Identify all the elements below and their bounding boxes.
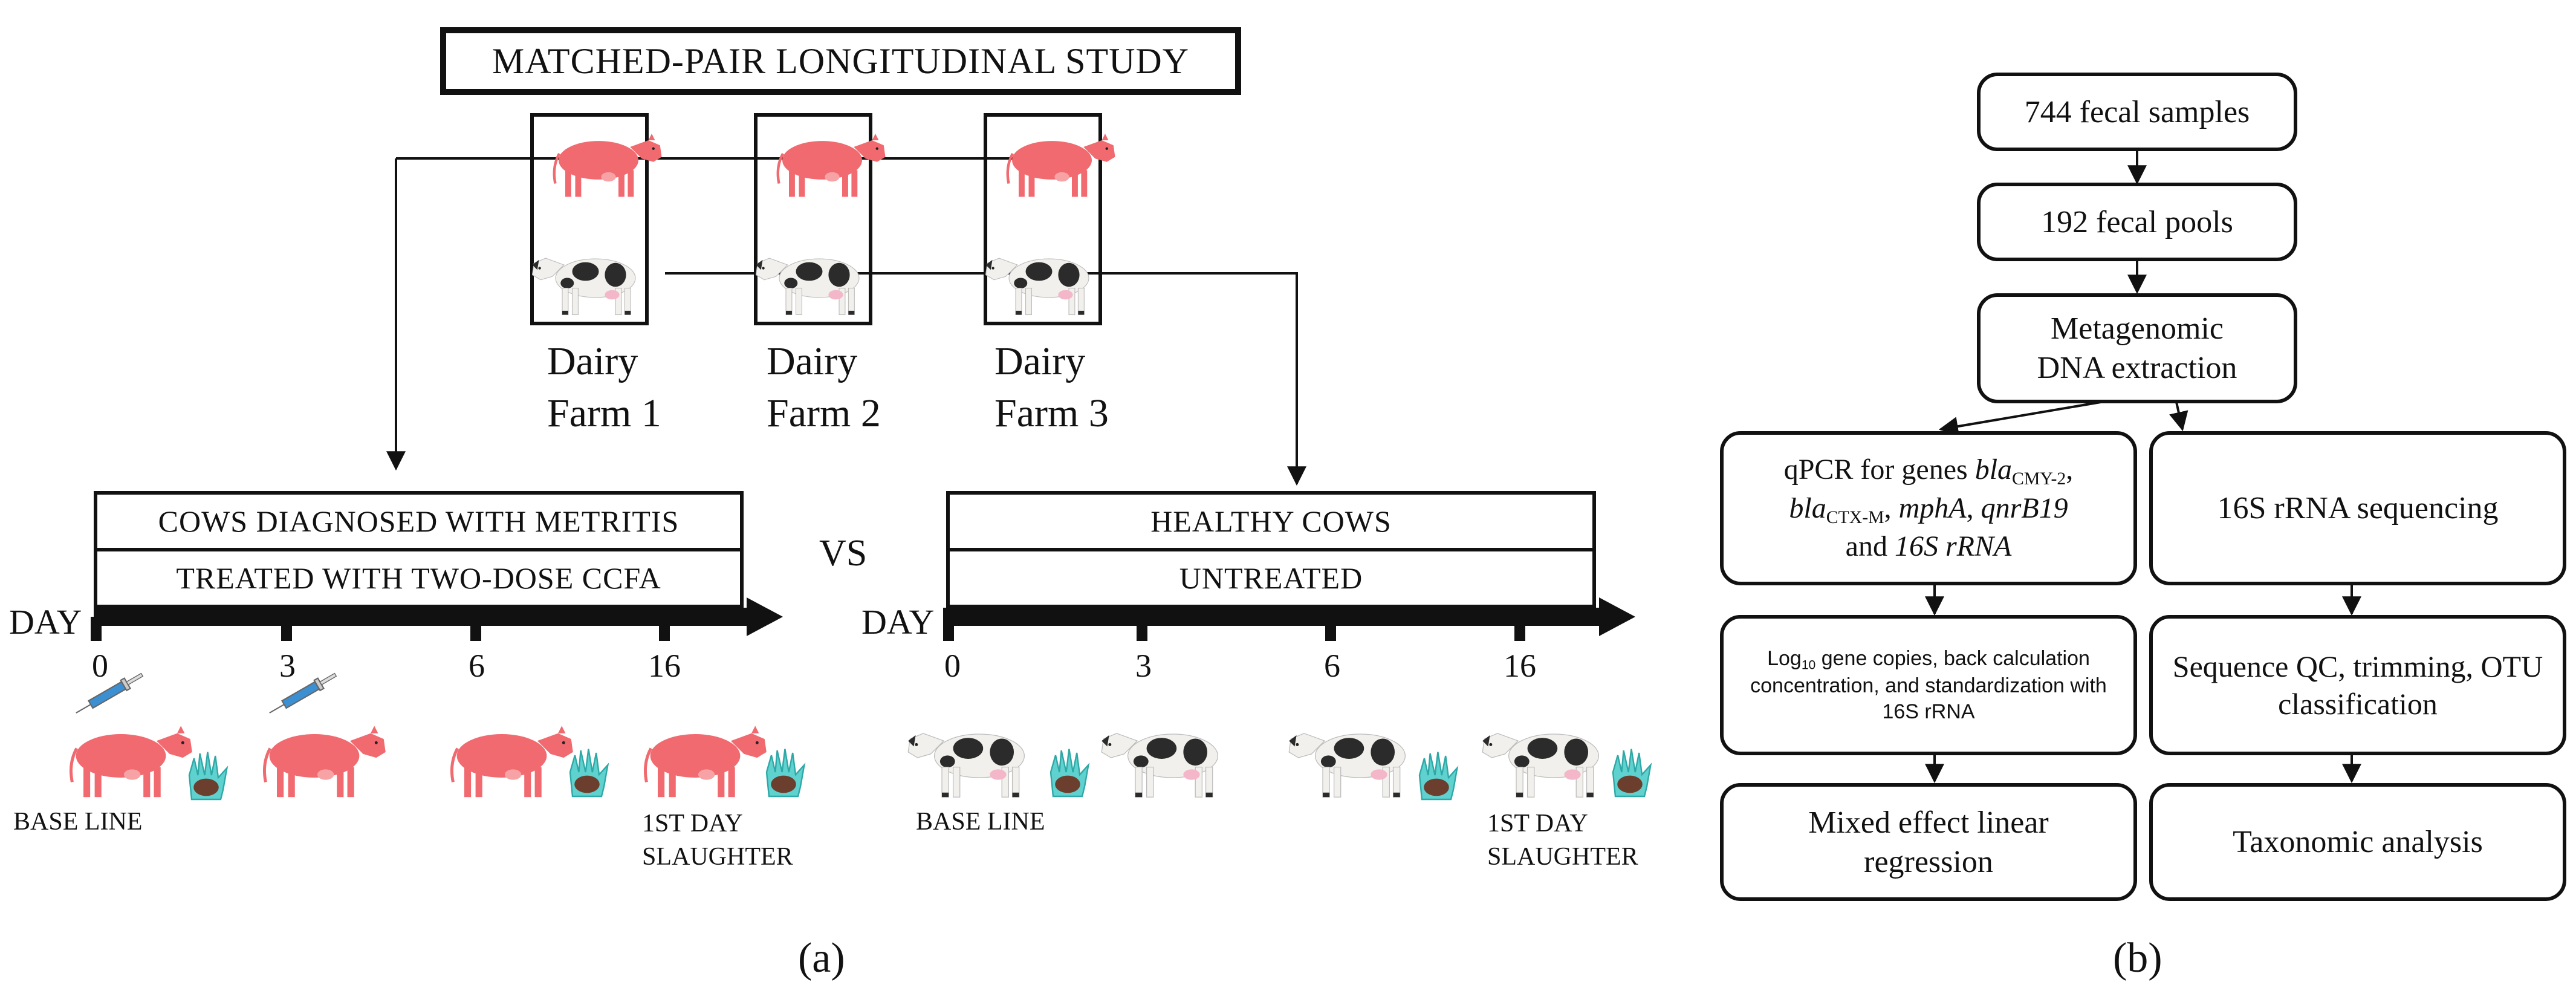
treated-sub: TREATED WITH TWO-DOSE CCFA: [94, 548, 744, 608]
treated-baseline-label: BASE LINE: [13, 808, 143, 836]
control-day-0: 0: [944, 648, 961, 684]
control-day-3: 3: [1135, 648, 1152, 684]
fecal-pools-box: 192 fecal pools: [1977, 183, 2297, 261]
control-sub: UNTREATED: [946, 548, 1596, 608]
control-header: HEALTHY COWS: [946, 491, 1596, 551]
mixed-effect-box: Mixed effect linear regression: [1720, 783, 2137, 901]
control-baseline-label: BASE LINE: [916, 808, 1045, 836]
treated-day-6: 6: [469, 648, 485, 684]
treated-day-0: 0: [92, 648, 108, 684]
log-gene-copies-box: Log10 gene copies, back calculation conc…: [1720, 615, 2137, 755]
panel-b-label: (b): [2113, 935, 2162, 981]
control-day-6: 6: [1324, 648, 1340, 684]
fecal-samples-box: 744 fecal samples: [1977, 73, 2297, 151]
qpcr-box: qPCR for genes blaCMY-2, blaCTX-M, mphA,…: [1720, 431, 2137, 585]
day-label-treated: DAY: [9, 602, 82, 642]
treated-header: COWS DIAGNOSED WITH METRITIS: [94, 491, 744, 551]
study-title: MATCHED-PAIR LONGITUDINAL STUDY: [440, 27, 1241, 95]
sequencing-box: 16S rRNA sequencing: [2149, 431, 2566, 585]
taxonomic-analysis-box: Taxonomic analysis: [2149, 783, 2566, 901]
treated-day-16: 16: [648, 648, 681, 684]
panel-a-label: (a): [798, 935, 845, 981]
day-label-control: DAY: [861, 602, 935, 642]
treated-day-3: 3: [279, 648, 296, 684]
sequence-qc-box: Sequence QC, trimming, OTU classificatio…: [2149, 615, 2566, 755]
vs-label: VS: [819, 533, 868, 574]
control-day-16: 16: [1504, 648, 1536, 684]
